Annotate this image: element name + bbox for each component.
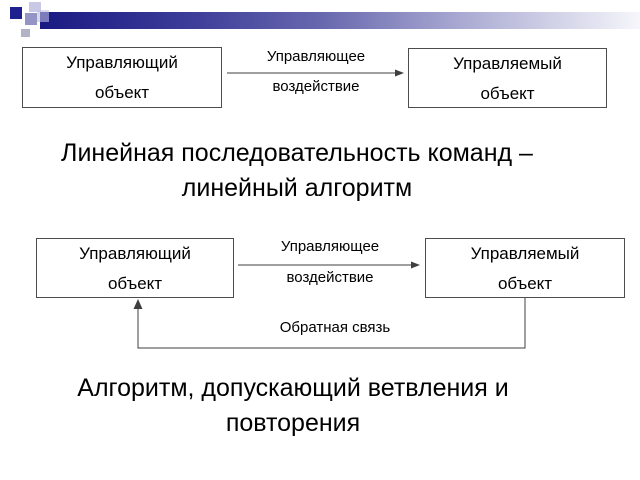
decoration-square-pale	[37, 10, 49, 22]
box-label-line: объект	[497, 274, 553, 293]
arrow-label-control-action-line1: Управляющее	[280, 238, 380, 255]
decoration-square-navy	[10, 7, 22, 19]
heading-line: линейный алгоритм	[181, 174, 413, 202]
box-label-line: объект	[94, 83, 150, 102]
arrow-label-control-action-line2: воздействие	[272, 78, 360, 95]
heading-branching-algorithm: Алгоритм, допускающий ветвления и повтор…	[0, 371, 586, 441]
heading-line: Линейная последовательность команд –	[61, 139, 533, 167]
arrow-up-icon	[133, 299, 143, 309]
arrow-label-control-action-line2: воздействие	[286, 269, 374, 286]
box-label-line: Управляющий	[66, 53, 178, 72]
gradient-bar	[40, 12, 640, 29]
box-label-line: Управляемый	[453, 54, 562, 73]
box-label-line: объект	[107, 274, 163, 293]
box-label-line: объект	[480, 84, 535, 103]
heading-linear-algorithm: Линейная последовательность команд – лин…	[2, 136, 592, 206]
arrow-right-icon	[411, 261, 420, 269]
box-label-line: Управляющий	[79, 244, 191, 263]
decoration-square-light	[29, 2, 41, 12]
heading-line: Алгоритм, допускающий ветвления и	[77, 374, 509, 402]
box-controlling-object-top: Управляющий объект	[22, 47, 222, 108]
decoration-square-gray	[21, 29, 30, 37]
arrow-right-icon	[395, 69, 404, 77]
arrow-label-control-action-line1: Управляющее	[266, 48, 366, 65]
box-controlled-object-top: Управляемый объект	[408, 48, 607, 108]
box-label-line: Управляемый	[470, 244, 580, 263]
decoration-square-medium	[25, 13, 37, 25]
box-controlling-object-feedback: Управляющий объект	[36, 238, 234, 298]
feedback-label: Обратная связь	[279, 319, 391, 336]
heading-line: повторения	[225, 409, 361, 437]
box-controlled-object-feedback: Управляемый объект	[425, 238, 625, 298]
